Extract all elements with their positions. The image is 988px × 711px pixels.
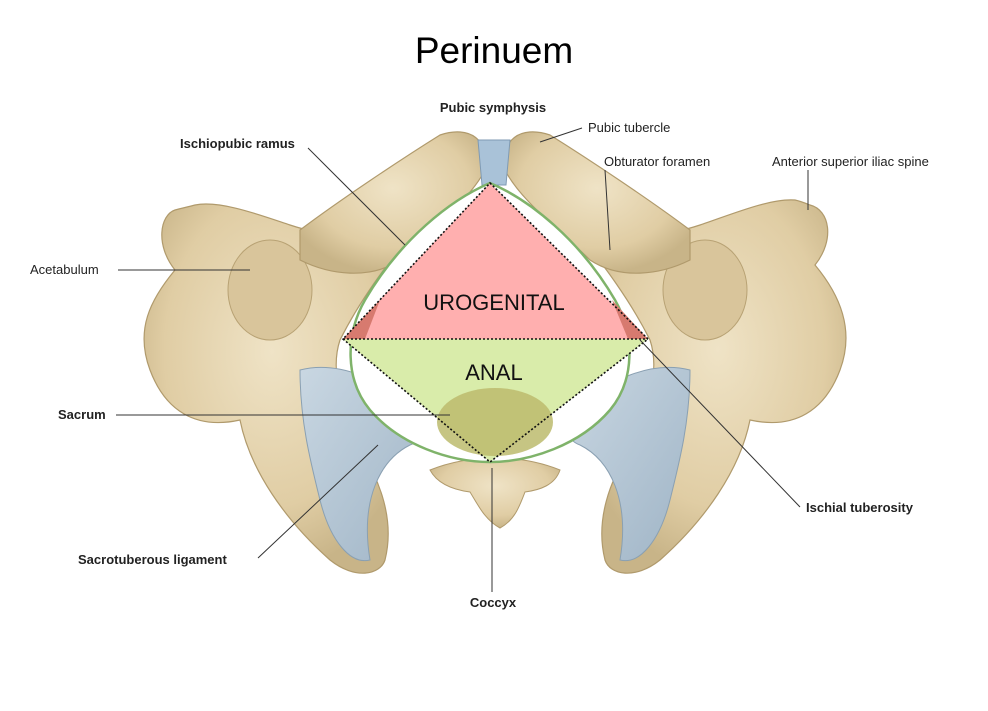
leader-obturator-foramen (604, 169, 611, 251)
leader-ischial-tuberosity (639, 339, 801, 508)
urogenital-triangle (343, 183, 648, 339)
label-anterior-superior-iliac-spine: Anterior superior iliac spine (772, 154, 929, 169)
label-sacrum: Sacrum (58, 407, 106, 422)
label-sacrotuberous-ligament: Sacrotuberous ligament (78, 552, 227, 567)
label-acetabulum: Acetabulum (30, 262, 99, 277)
anal-region-label: ANAL (465, 360, 522, 385)
page-title: Perinuem (414, 30, 574, 71)
leader-pubic-tubercle (539, 127, 583, 143)
leader-sacrotuberous (257, 444, 379, 559)
pubic-symphysis (477, 139, 511, 186)
label-coccyx: Coccyx (470, 595, 517, 610)
urogenital-region-label: UROGENITAL (423, 290, 564, 315)
label-ischiopubic-ramus: Ischiopubic ramus (180, 136, 295, 151)
label-ischial-tuberosity: Ischial tuberosity (806, 500, 914, 515)
left-acetabulum (227, 239, 313, 341)
coccyx (429, 457, 561, 529)
label-pubic-tubercle: Pubic tubercle (588, 120, 670, 135)
leader-ischiopubic-ramus (307, 147, 406, 246)
perineum-diamond (341, 181, 650, 464)
label-pubic-symphysis: Pubic symphysis (440, 100, 546, 115)
right-acetabulum (662, 239, 748, 341)
sacrum-overlay (437, 388, 553, 456)
label-obturator-foramen: Obturator foramen (604, 154, 710, 169)
